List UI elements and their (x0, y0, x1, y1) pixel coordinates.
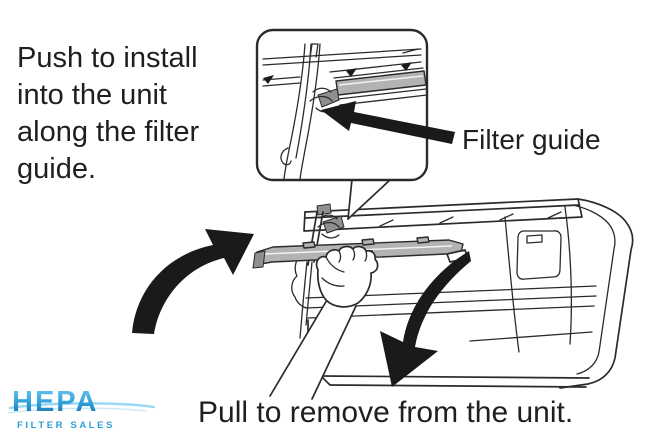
pull-instruction-text: Pull to remove from the unit. (198, 396, 574, 429)
filter-guide-arrow-icon (321, 101, 455, 144)
push-instruction-text: Push to install into the unit along the … (17, 40, 199, 188)
filter-guide-label: Filter guide (462, 124, 601, 155)
filter-guide-callout (255, 28, 455, 220)
push-arrow-icon (132, 229, 254, 334)
push-instruction-line: guide. (17, 153, 97, 185)
logo-swoosh-icon (8, 402, 156, 414)
push-instruction-line: Push to install (17, 42, 198, 74)
hand-drawing (269, 245, 379, 400)
logo-tagline: FILTER SALES (17, 420, 116, 431)
filter-guide-detail-drawing (262, 43, 428, 180)
push-instruction-line: along the filter (17, 116, 200, 148)
pull-arrow-icon (380, 251, 471, 387)
arm-edge-right (311, 305, 357, 400)
push-instruction-line: into the unit (17, 79, 167, 111)
arm-edge-left (269, 299, 328, 397)
hepa-logo: HEPA FILTER SALES (8, 386, 156, 440)
panel-clip (316, 203, 332, 216)
logo-brand-text: HEPA (12, 386, 152, 419)
